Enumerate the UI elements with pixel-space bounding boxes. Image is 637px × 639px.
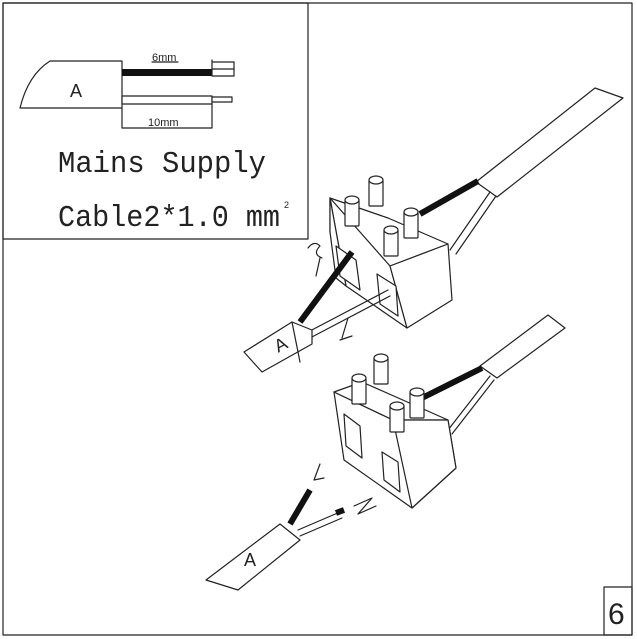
white-wire — [121, 95, 213, 105]
terminal-block-side — [389, 243, 453, 329]
page-number-box — [603, 586, 633, 636]
upper-assembly — [243, 87, 624, 373]
dim-outer-label: 10mm — [148, 117, 179, 129]
superscript: 2 — [284, 200, 289, 210]
inset-cable-label: A — [70, 81, 82, 101]
supply-cable-sheath — [475, 87, 624, 198]
lower-cable-label: A — [244, 550, 256, 570]
lower-cable-end — [205, 523, 301, 591]
title-line-1: Mains Supply — [58, 147, 266, 182]
lower-assembly — [205, 314, 566, 591]
cable-sheath-icon — [19, 60, 123, 109]
dim-strip-label: 6mm — [152, 52, 176, 64]
lower-supply-cable-sheath — [479, 314, 566, 379]
black-wire — [122, 69, 212, 76]
title-line-2: Cable2*1.0 mm — [58, 201, 280, 236]
inset-box — [2, 2, 309, 240]
page-number: 6 — [608, 598, 625, 631]
